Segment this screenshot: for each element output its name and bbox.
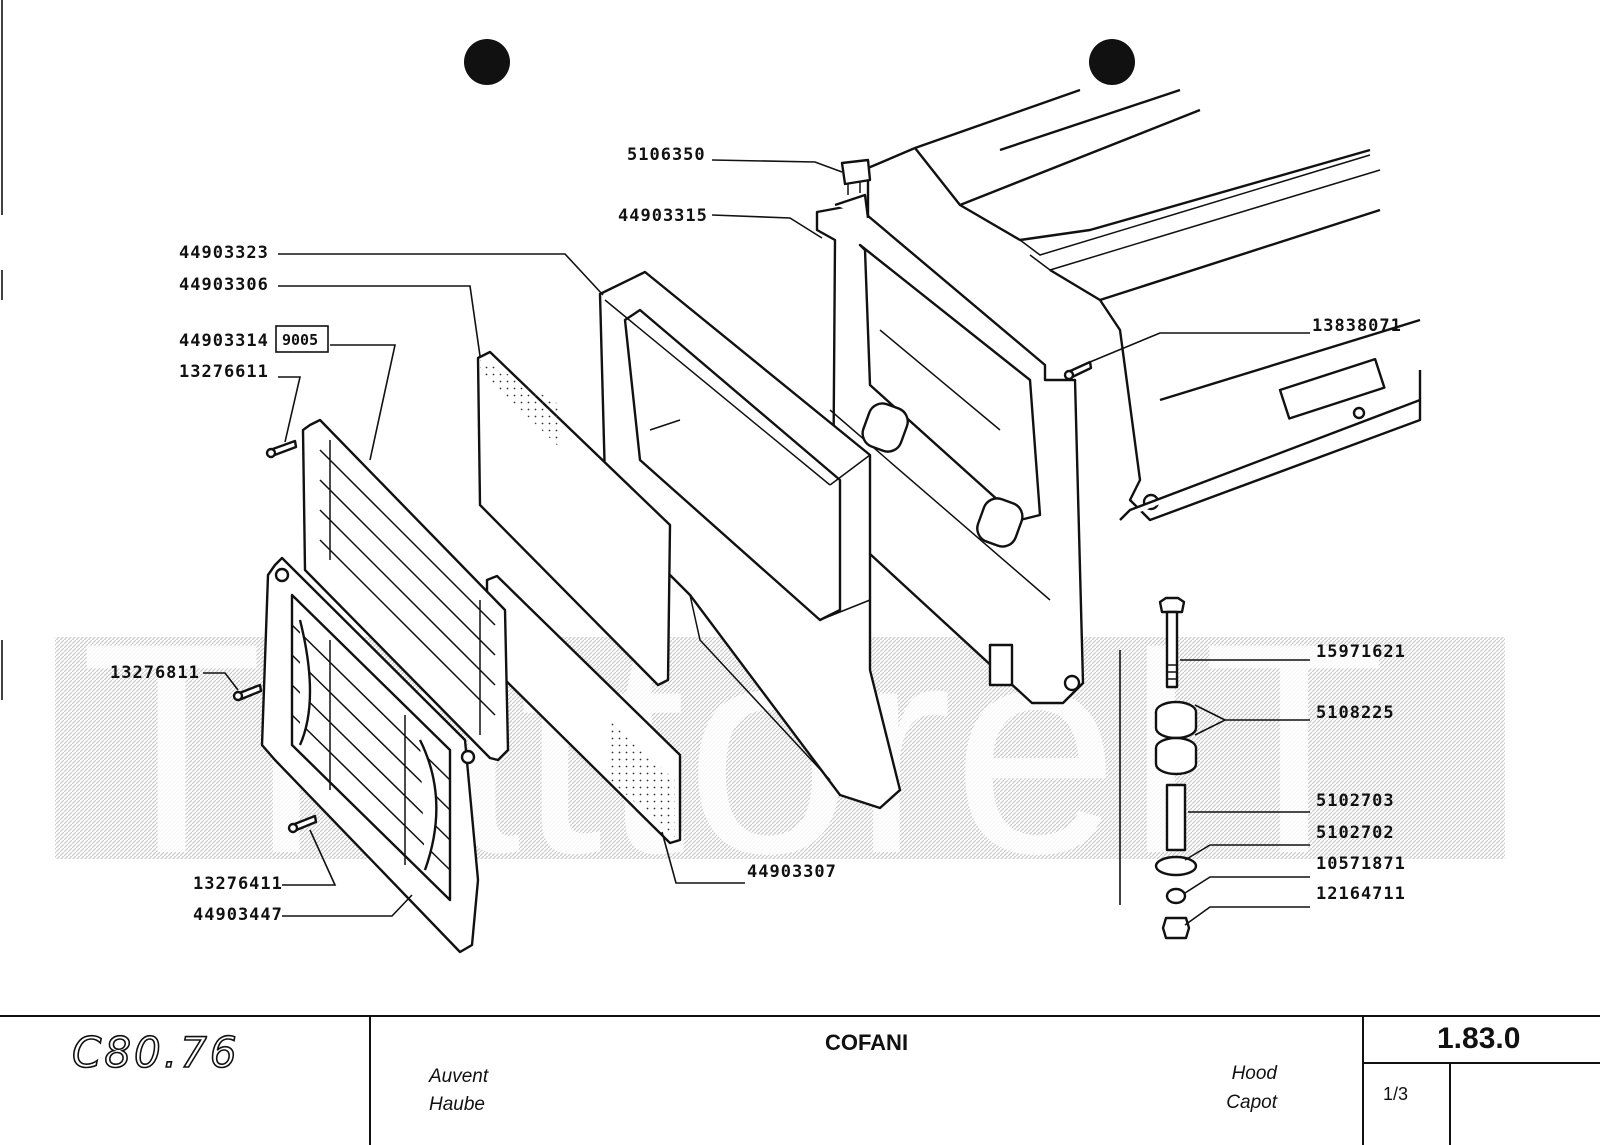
part-label: 13276811 (110, 663, 200, 683)
title-german: Haube (429, 1094, 485, 1115)
title-english: Hood (1231, 1063, 1277, 1084)
color-code-badge: 9005 (282, 331, 318, 349)
screw-13276411 (287, 814, 318, 834)
part-label: 44903306 (179, 275, 269, 295)
section-title: COFANI (824, 1030, 909, 1055)
part-label: 5102702 (1316, 823, 1395, 843)
part-labels: 5106350 44903315 44903323 44903306 44903… (110, 145, 1406, 925)
title-block: C80.76 COFANI Auvent Haube Hood Capot 1.… (0, 1016, 1600, 1145)
screw-13276811 (232, 683, 263, 702)
outer-grille-drawing (301, 418, 510, 762)
model-logo: C80.76 (71, 1027, 240, 1078)
part-label: 44903314 (179, 331, 269, 351)
part-label: 13838071 (1312, 316, 1402, 336)
title-french-right: Capot (1226, 1092, 1277, 1113)
screw-13276611 (265, 439, 298, 459)
mesh-panel-drawing (476, 350, 672, 687)
part-label: 5102703 (1316, 791, 1395, 811)
part-label: 10571871 (1316, 854, 1406, 874)
part-label: 13276611 (179, 362, 269, 382)
part-label: 13276411 (193, 874, 283, 894)
screw-13838071 (1063, 360, 1093, 381)
title-block-frame (0, 1015, 1600, 1145)
front-grille-drawing (260, 556, 480, 954)
part-label: 15971621 (1316, 642, 1406, 662)
part-label: 44903315 (618, 206, 708, 226)
radiator-frame-drawing (815, 158, 1085, 705)
part-label: 5106350 (627, 145, 706, 165)
sheet-number: 1/3 (1383, 1084, 1409, 1104)
registration-dot-left (464, 39, 510, 85)
title-cell: COFANI Auvent Haube Hood Capot (370, 1016, 1363, 1145)
title-french-left: Auvent (429, 1066, 489, 1087)
part-label: 44903307 (747, 862, 837, 882)
grille-surround-drawing (598, 270, 902, 810)
part-label: 5108225 (1316, 703, 1395, 723)
part-label: 44903447 (193, 905, 283, 925)
mounting-stack-drawing (1119, 596, 1198, 940)
leader-lines (203, 159, 1310, 926)
color-code-badge-frame (275, 325, 329, 353)
part-label: 12164711 (1316, 884, 1406, 904)
part-label: 44903323 (179, 243, 269, 263)
registration-dot-right (1089, 39, 1135, 85)
page-code: 1.83.0 (1437, 1022, 1521, 1055)
